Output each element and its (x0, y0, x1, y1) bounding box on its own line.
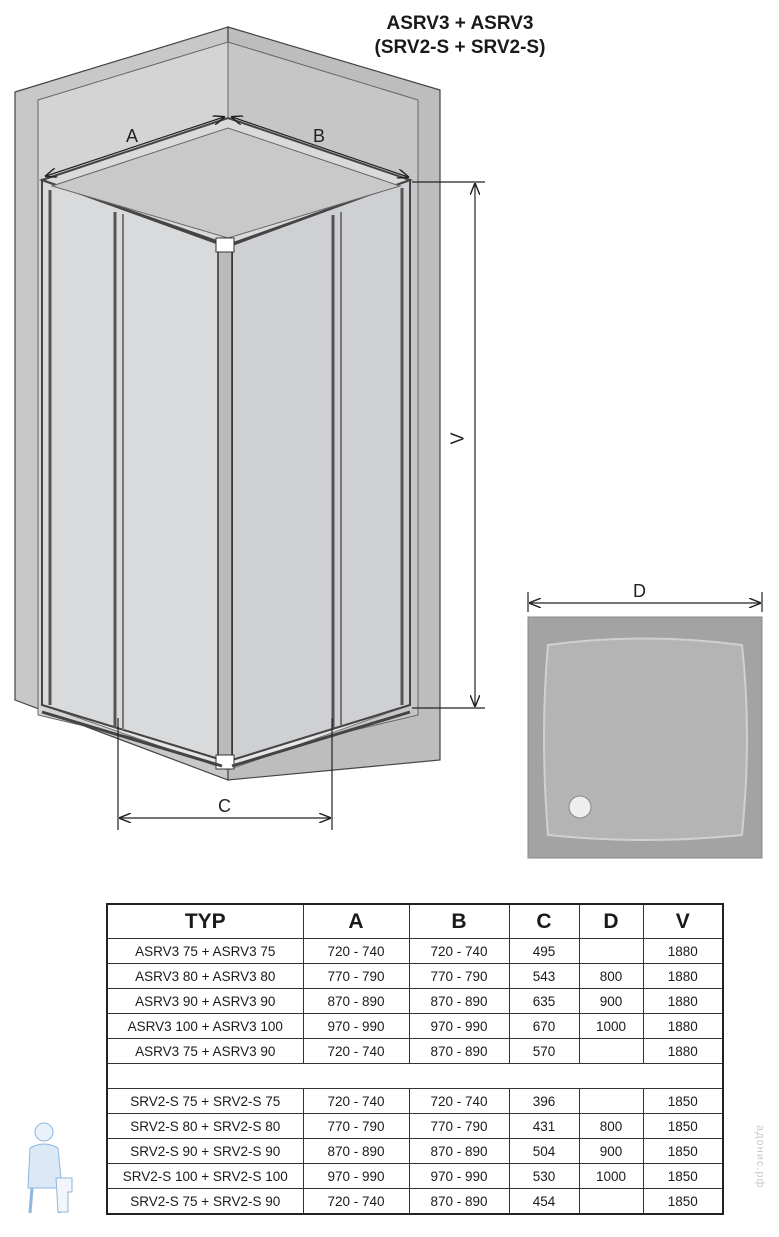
table-separator-row (106, 1063, 724, 1089)
cell-d (578, 1188, 644, 1215)
header-c: C (508, 903, 580, 939)
cell-v: 1880 (642, 963, 724, 989)
cell-typ: SRV2-S 75 + SRV2-S 75 (106, 1088, 304, 1114)
cell-a: 870 - 890 (302, 988, 410, 1014)
cell-b: 870 - 890 (408, 1188, 510, 1215)
cell-typ: SRV2-S 75 + SRV2-S 90 (106, 1188, 304, 1215)
cell-a: 770 - 790 (302, 963, 410, 989)
cell-b: 970 - 990 (408, 1163, 510, 1189)
cell-b: 870 - 890 (408, 988, 510, 1014)
cell-v: 1850 (642, 1163, 724, 1189)
cell-b: 720 - 740 (408, 1088, 510, 1114)
cell-c: 504 (508, 1138, 580, 1164)
cell-a: 720 - 740 (302, 938, 410, 964)
cell-a: 720 - 740 (302, 1188, 410, 1215)
cell-c: 454 (508, 1188, 580, 1215)
cell-c: 396 (508, 1088, 580, 1114)
dimension-label-d: D (633, 581, 646, 601)
cell-c: 670 (508, 1013, 580, 1039)
header-a: A (302, 903, 410, 939)
cell-v: 1880 (642, 1013, 724, 1039)
cell-v: 1850 (642, 1113, 724, 1139)
cell-b: 970 - 990 (408, 1013, 510, 1039)
cell-a: 870 - 890 (302, 1138, 410, 1164)
cell-c: 495 (508, 938, 580, 964)
cell-b: 770 - 790 (408, 963, 510, 989)
cell-d: 800 (578, 963, 644, 989)
cell-a: 720 - 740 (302, 1088, 410, 1114)
cell-v: 1850 (642, 1138, 724, 1164)
dimension-label-c: C (218, 796, 231, 816)
watermark: адонис.рф (754, 1125, 766, 1189)
header-d: D (578, 903, 644, 939)
cell-v: 1880 (642, 1038, 724, 1064)
cell-a: 720 - 740 (302, 1038, 410, 1064)
dimension-label-a: A (126, 126, 139, 146)
glass-panels (38, 116, 414, 770)
cell-d: 800 (578, 1113, 644, 1139)
cell-d (578, 1088, 644, 1114)
drain-icon (568, 795, 592, 819)
cell-typ: SRV2-S 80 + SRV2-S 80 (106, 1113, 304, 1139)
cell-v: 1850 (642, 1088, 724, 1114)
plumber-mascot-logo (20, 1118, 76, 1223)
dimension-label-v: V (447, 432, 468, 445)
dimension-lines (46, 117, 763, 830)
cell-d: 1000 (578, 1013, 644, 1039)
cell-c: 635 (508, 988, 580, 1014)
cell-d: 900 (578, 988, 644, 1014)
cell-b: 870 - 890 (408, 1038, 510, 1064)
table-header-row: TYP A B C D V (106, 903, 724, 939)
cell-c: 543 (508, 963, 580, 989)
cell-a: 770 - 790 (302, 1113, 410, 1139)
shower-enclosure-drawing (14, 26, 763, 859)
cell-typ: SRV2-S 90 + SRV2-S 90 (106, 1138, 304, 1164)
cell-d (578, 1038, 644, 1064)
cell-typ: ASRV3 80 + ASRV3 80 (106, 963, 304, 989)
cell-v: 1880 (642, 938, 724, 964)
cell-typ: SRV2-S 100 + SRV2-S 100 (106, 1163, 304, 1189)
cell-b: 770 - 790 (408, 1113, 510, 1139)
cell-v: 1880 (642, 988, 724, 1014)
cell-d: 900 (578, 1138, 644, 1164)
cell-a: 970 - 990 (302, 1163, 410, 1189)
cell-c: 431 (508, 1113, 580, 1139)
header-typ: TYP (106, 903, 304, 939)
cell-typ: ASRV3 75 + ASRV3 75 (106, 938, 304, 964)
cell-c: 530 (508, 1163, 580, 1189)
cell-b: 870 - 890 (408, 1138, 510, 1164)
cell-b: 720 - 740 (408, 938, 510, 964)
cell-typ: ASRV3 75 + ASRV3 90 (106, 1038, 304, 1064)
product-title: ASRV3 + ASRV3 (SRV2-S + SRV2-S) (330, 12, 590, 60)
header-b: B (408, 903, 510, 939)
title-line-2: (SRV2-S + SRV2-S) (374, 37, 546, 58)
cell-d (578, 938, 644, 964)
cell-d: 1000 (578, 1163, 644, 1189)
title-line-1: ASRV3 + ASRV3 (386, 13, 534, 34)
cell-c: 570 (508, 1038, 580, 1064)
shower-tray-top-view (527, 616, 763, 859)
cell-typ: ASRV3 100 + ASRV3 100 (106, 1013, 304, 1039)
cell-typ: ASRV3 90 + ASRV3 90 (106, 988, 304, 1014)
separator-cell (106, 1063, 724, 1089)
dimension-label-b: B (313, 126, 326, 146)
cell-a: 970 - 990 (302, 1013, 410, 1039)
header-v: V (642, 903, 724, 939)
cell-v: 1850 (642, 1188, 724, 1215)
